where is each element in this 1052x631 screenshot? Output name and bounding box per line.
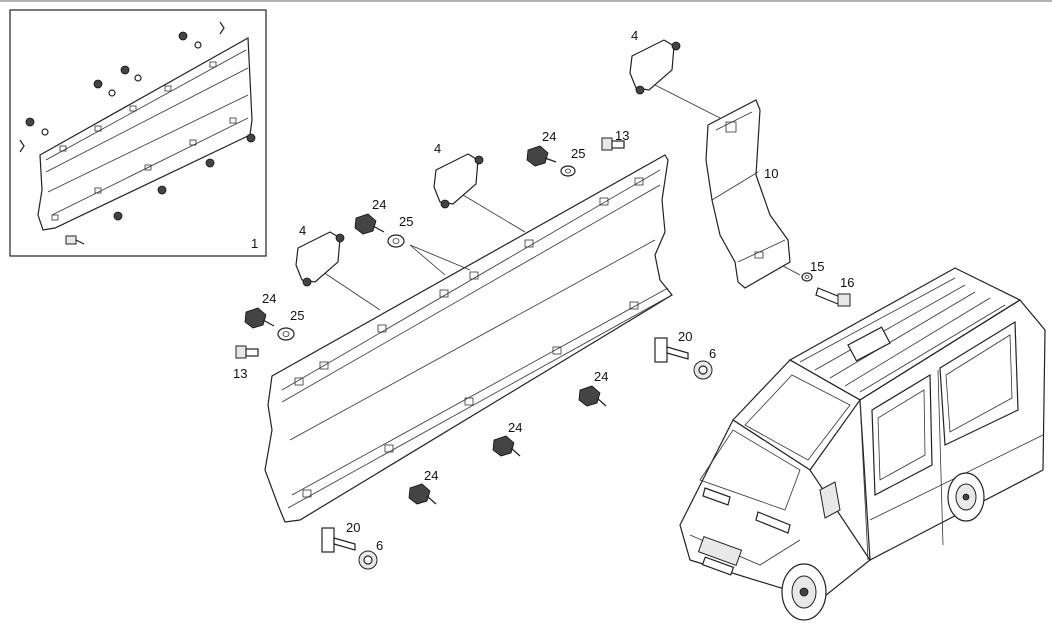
rivet-24-b: 24	[354, 197, 386, 235]
callout-25-a: 25	[571, 146, 585, 161]
callout-24-d: 24	[594, 369, 608, 384]
callout-13-b: 13	[233, 366, 247, 381]
bracket-4-left: 4	[295, 223, 345, 287]
rivet-24-f: 24	[408, 468, 438, 505]
washer-25-a: 25	[560, 146, 585, 177]
callout-20-b: 20	[346, 520, 360, 535]
washer-25-b: 25	[387, 214, 413, 248]
clip-13-a: 13	[601, 128, 629, 151]
trim-panel-body	[264, 154, 673, 523]
callout-24-c: 24	[262, 291, 276, 306]
callout-4-top: 4	[631, 28, 638, 43]
leader-lines	[319, 84, 801, 311]
callout-25-b: 25	[399, 214, 413, 229]
washer-15: 15	[801, 259, 824, 282]
callout-4-left: 4	[299, 223, 306, 238]
van-illustration	[679, 267, 1046, 621]
callout-24-a: 24	[542, 129, 556, 144]
inset-side-panel	[37, 37, 253, 231]
callout-6-b: 6	[376, 538, 383, 553]
rivet-24-d: 24	[578, 369, 608, 407]
callout-20-a: 20	[678, 329, 692, 344]
nut-6-a: 6	[693, 346, 716, 380]
bolt-20-b: 20	[321, 520, 360, 553]
callout-4-middle: 4	[434, 141, 441, 156]
callout-24-f: 24	[424, 468, 438, 483]
rivet-24-c: 24	[244, 291, 276, 329]
nut-6-b: 6	[358, 538, 383, 570]
side-trim-panel	[264, 154, 673, 523]
callout-24-b: 24	[372, 197, 386, 212]
rivet-24-a: 24	[526, 129, 556, 167]
rear-trim-10: 10	[705, 99, 791, 289]
callout-1: 1	[251, 236, 258, 251]
inset-frame	[9, 9, 267, 257]
washer-25-c: 25	[277, 308, 304, 341]
bolt-20-a: 20	[654, 329, 692, 363]
assembly-inset: 1	[9, 9, 267, 257]
callout-16: 16	[840, 275, 854, 290]
rivet-24-e: 24	[492, 420, 522, 457]
callout-24-e: 24	[508, 420, 522, 435]
clip-13-b: 13	[233, 345, 259, 381]
callout-6-a: 6	[709, 346, 716, 361]
bracket-4-top: 4	[629, 28, 681, 95]
callout-13-a: 13	[615, 128, 629, 143]
callout-15: 15	[810, 259, 824, 274]
callout-25-c: 25	[290, 308, 304, 323]
callout-10: 10	[764, 166, 778, 181]
bracket-4-middle: 4	[433, 141, 484, 209]
bolt-16: 16	[815, 275, 854, 307]
